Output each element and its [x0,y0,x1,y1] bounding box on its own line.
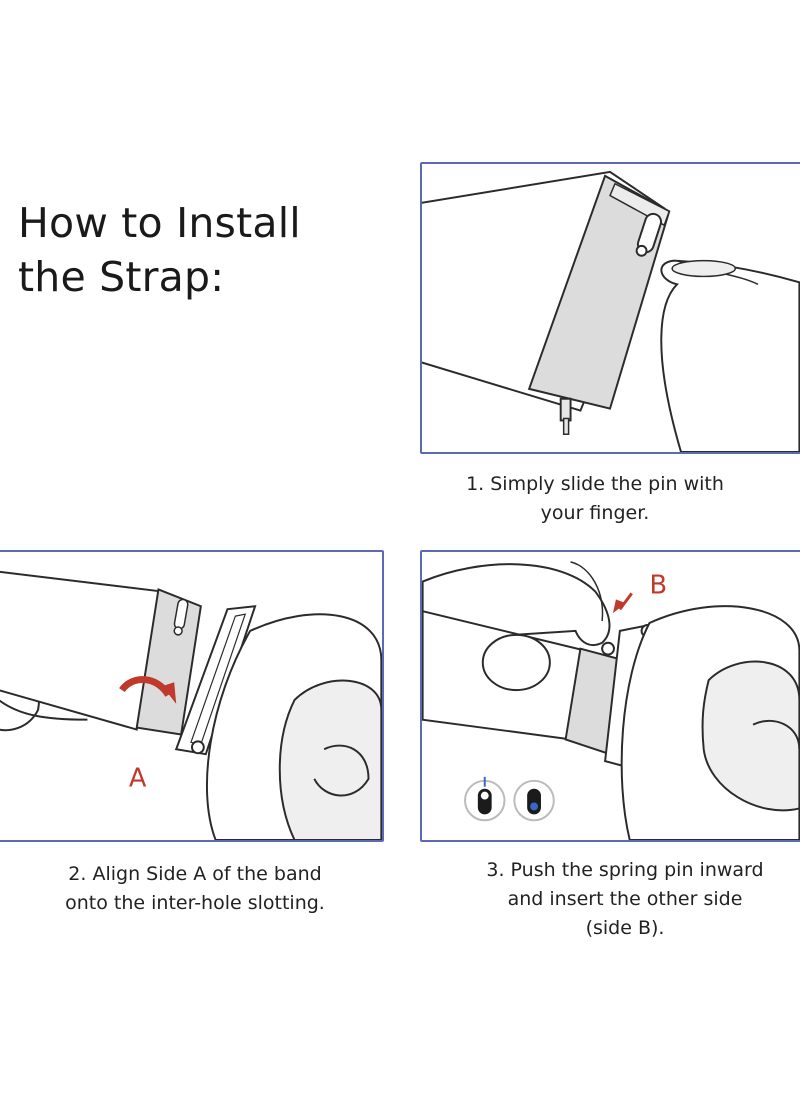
step-3-line-1: 3. Push the spring pin inward [486,859,764,881]
step-2-caption: 2. Align Side A of the band onto the int… [20,860,370,918]
finger [660,259,800,452]
side-b-label: B [649,570,667,600]
spring-pin [559,397,572,422]
step-1-caption: 1. Simply slide the pin with your finger… [420,470,770,528]
step-3-illustration: B [420,550,800,842]
title-line-1: How to Install [18,199,301,247]
step-3-caption: 3. Push the spring pin inward and insert… [440,856,800,943]
step-3-line-3: (side B). [585,917,665,939]
step-2-illustration: A [0,550,384,842]
step-1-illustration [420,162,800,454]
connector-plate [527,174,671,410]
push-arrow-icon [612,599,626,614]
step-2-line-2: onto the inter-hole slotting. [65,892,325,914]
strap-body [0,570,163,731]
step-1-line-1: 1. Simply slide the pin with [466,473,724,495]
step-2-line-1: 2. Align Side A of the band [68,863,322,885]
page-title: How to Install the Strap: [18,196,301,304]
side-a-label: A [129,764,147,794]
title-line-2: the Strap: [18,253,225,301]
step-1-drawing [422,170,800,452]
step-1-line-2: your finger. [540,502,650,524]
step-2-drawing: A [0,570,382,840]
step-3-line-2: and insert the other side [507,888,743,910]
step-3-drawing: B [422,561,800,840]
rotate-arrow-icon [119,676,172,698]
